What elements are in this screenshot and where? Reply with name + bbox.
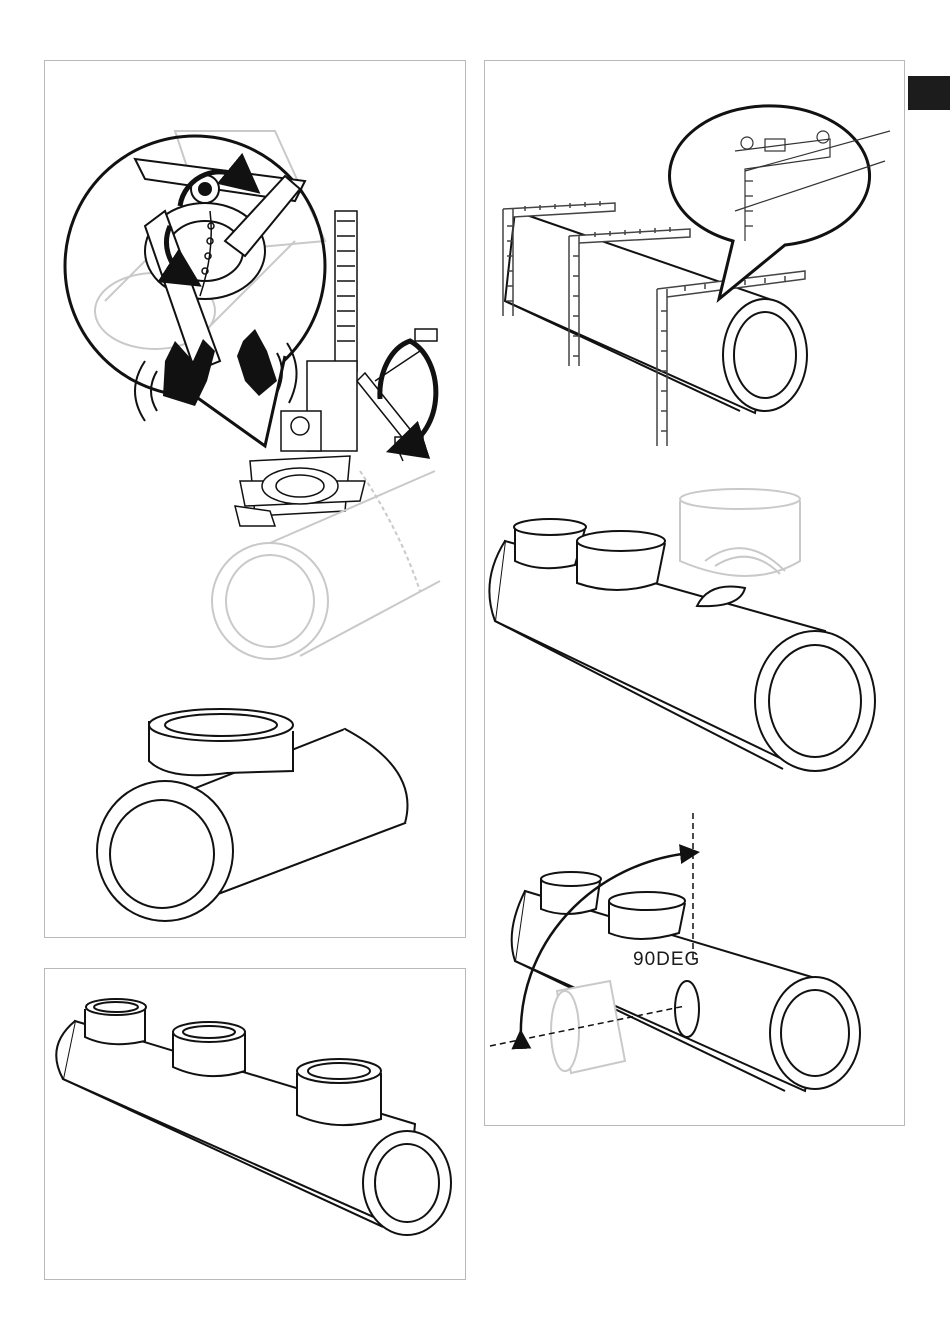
illustration-panel-branches: [44, 968, 466, 1280]
illustration-panel-marking: 90DEG: [484, 60, 905, 1126]
section-tab: [908, 76, 950, 110]
gauge-zoom-callout: [670, 106, 870, 299]
illustration-panel-drilling: [44, 60, 466, 938]
pipe-two-branches: [489, 519, 875, 771]
clamp-tool: [135, 159, 305, 371]
saddle-faded: [680, 489, 800, 576]
three-branch-pipe: [45, 969, 467, 1281]
angle-label: 90DEG: [633, 949, 700, 971]
tee-fitting: [97, 709, 408, 921]
drilling-illustration: [45, 61, 467, 939]
